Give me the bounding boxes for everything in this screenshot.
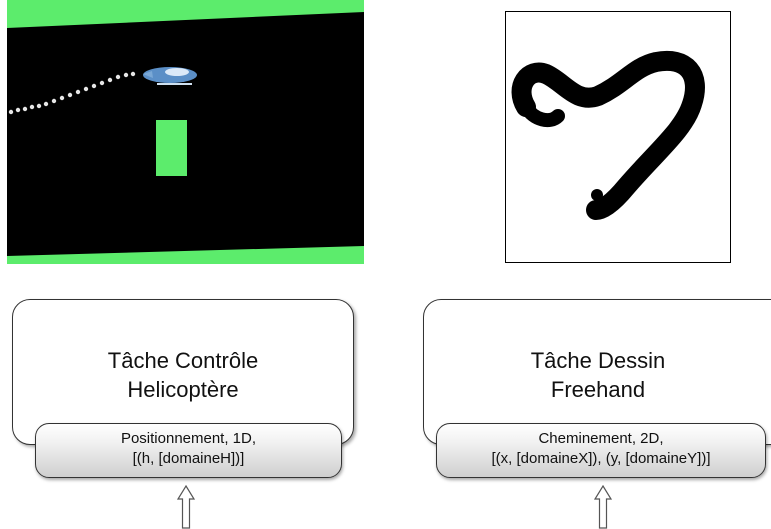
modality-line1: Cheminement, 2D, — [538, 430, 664, 447]
question-mark-hook — [519, 100, 565, 128]
task-title-line1: Tâche Dessin — [530, 348, 666, 373]
smoke-trail — [8, 71, 136, 115]
task-title-freehand: Tâche Dessin Freehand — [424, 346, 771, 404]
task-box-helicopter-control: Tâche Contrôle Helicoptère — [12, 299, 354, 445]
modality-line2: [(h, [domaineH])] — [132, 450, 245, 467]
freehand-drawing-canvas — [505, 11, 731, 263]
question-mark-stroke — [511, 50, 705, 220]
helicopter-game-screenshot — [7, 0, 364, 264]
question-mark-dot — [591, 189, 603, 201]
up-arrow-icon — [594, 485, 612, 529]
modality-line2: [(x, [domaineX]), (y, [domaineY])] — [491, 450, 711, 467]
task-title-line1: Tâche Contrôle — [107, 348, 259, 373]
helicopter-game-scene — [7, 0, 364, 264]
modality-line1: Positionnement, 1D, — [120, 430, 257, 447]
helicopter-icon — [143, 67, 197, 85]
obstacle-block — [156, 120, 187, 176]
modality-positioning-1d: Positionnement, 1D, [(h, [domaineH])] — [35, 423, 342, 478]
task-box-freehand-drawing: Tâche Dessin Freehand — [423, 299, 771, 445]
task-title-helicopter: Tâche Contrôle Helicoptère — [13, 346, 353, 404]
task-title-line2: Helicoptère — [127, 377, 239, 402]
question-mark-drawing — [511, 50, 705, 220]
task-title-line2: Freehand — [550, 377, 646, 402]
up-arrow-icon — [177, 485, 195, 529]
modality-path-2d: Cheminement, 2D, [(x, [domaineX]), (y, [… — [436, 423, 766, 478]
